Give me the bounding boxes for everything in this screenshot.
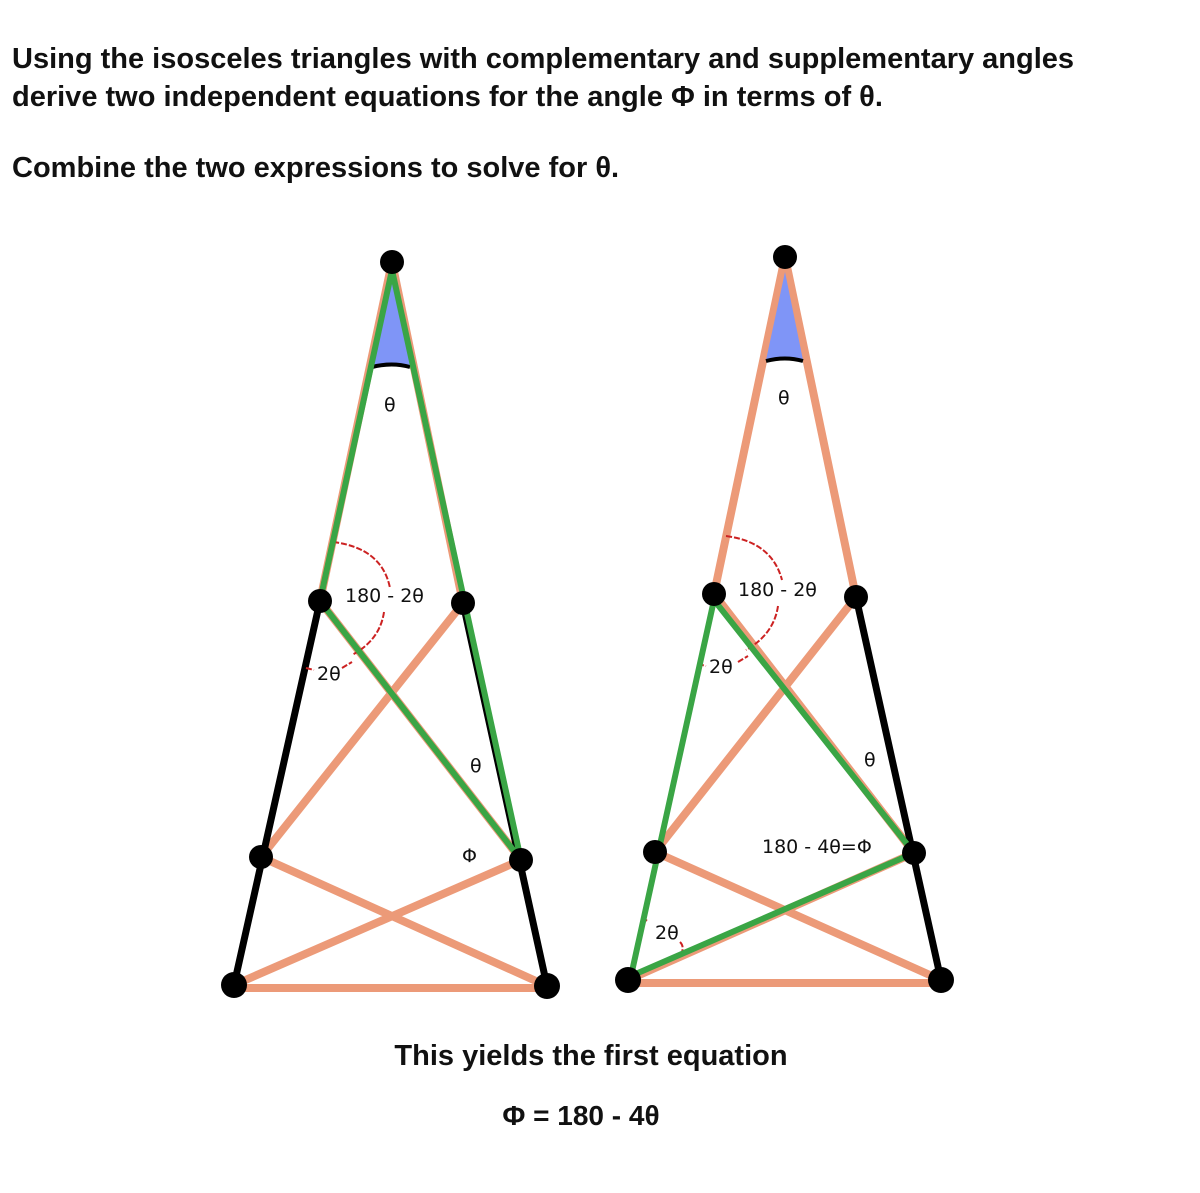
left-arc-top [332, 541, 391, 589]
left-arc-tick-l [305, 667, 315, 671]
left-figure: θ 180 - 2θ 2θ θ Φ [221, 250, 560, 999]
left-vertex-upper-right [451, 591, 475, 615]
right-side-angle-label: 2θ [709, 656, 733, 678]
left-vertex-lower-right [509, 848, 533, 872]
right-supp-angle-label: 180 - 2θ [738, 579, 817, 601]
instruction-line-1: Using the isosceles triangles with compl… [12, 43, 1075, 75]
instruction-line-2: derive two independent equations for the… [12, 81, 883, 113]
right-vertex-apex [773, 245, 797, 269]
right-figure: θ 180 - 2θ 2θ θ 180 - 4θ=Φ 2θ [615, 245, 954, 993]
left-seg-cross-2 [257, 599, 467, 861]
right-arc-top [725, 535, 783, 581]
right-vertex-lower-right [902, 841, 926, 865]
right-vertex-upper-left [702, 582, 726, 606]
right-vertex-base-left [615, 967, 641, 993]
right-apex-angle-label: θ [778, 387, 790, 409]
right-orange-segments [624, 253, 945, 987]
left-apex-wedge [372, 268, 410, 366]
left-vertices [221, 250, 560, 999]
right-green-triangle [628, 597, 917, 979]
right-vertex-base-right [928, 967, 954, 993]
left-apex-angle-label: θ [384, 394, 396, 416]
instruction-line-3: Combine the two expressions to solve for… [12, 152, 620, 184]
right-vertex-upper-right [844, 585, 868, 609]
left-orange-segments [230, 258, 551, 992]
conclusion-text: This yields the first equation [394, 1040, 788, 1072]
left-phi-label: Φ [462, 845, 477, 867]
conclusion-equation: Φ = 180 - 4θ [502, 1100, 660, 1131]
right-seg-apex-right [781, 253, 860, 601]
left-vertex-lower-left [249, 845, 273, 869]
right-vertex-lower-left [643, 840, 667, 864]
left-seg-cross-4 [230, 856, 525, 989]
left-side-left [230, 597, 324, 989]
left-mid-angle-label: θ [470, 755, 482, 777]
right-seg-cross-2 [651, 593, 860, 856]
left-vertex-base-left [221, 972, 247, 998]
left-green-triangle [317, 267, 524, 863]
right-base-angle-label: 2θ [655, 922, 679, 944]
left-black-sides [230, 597, 551, 990]
right-apex-arc [765, 356, 804, 363]
left-supp-angle-label: 180 - 2θ [345, 585, 424, 607]
left-seg-cross-3 [257, 853, 551, 990]
right-seg-apex-left [710, 253, 789, 598]
instructions: Using the isosceles triangles with compl… [12, 40, 1192, 185]
right-arc-tick-r [737, 655, 749, 663]
right-side-right [852, 593, 945, 984]
left-arc-tick-r [341, 661, 353, 669]
left-vertex-upper-left [308, 589, 332, 613]
right-apex-wedge [766, 272, 803, 360]
right-mid-angle-label: θ [864, 749, 876, 771]
left-vertex-base-right [534, 973, 560, 999]
left-apex-arc [371, 362, 411, 369]
right-seg-cross-3 [651, 848, 945, 984]
right-phi-expression: 180 - 4θ=Φ [762, 836, 872, 858]
left-side-angle-label: 2θ [317, 663, 341, 685]
right-vertices [615, 245, 954, 993]
right-black-sides [852, 593, 945, 984]
left-vertex-apex [380, 250, 404, 274]
